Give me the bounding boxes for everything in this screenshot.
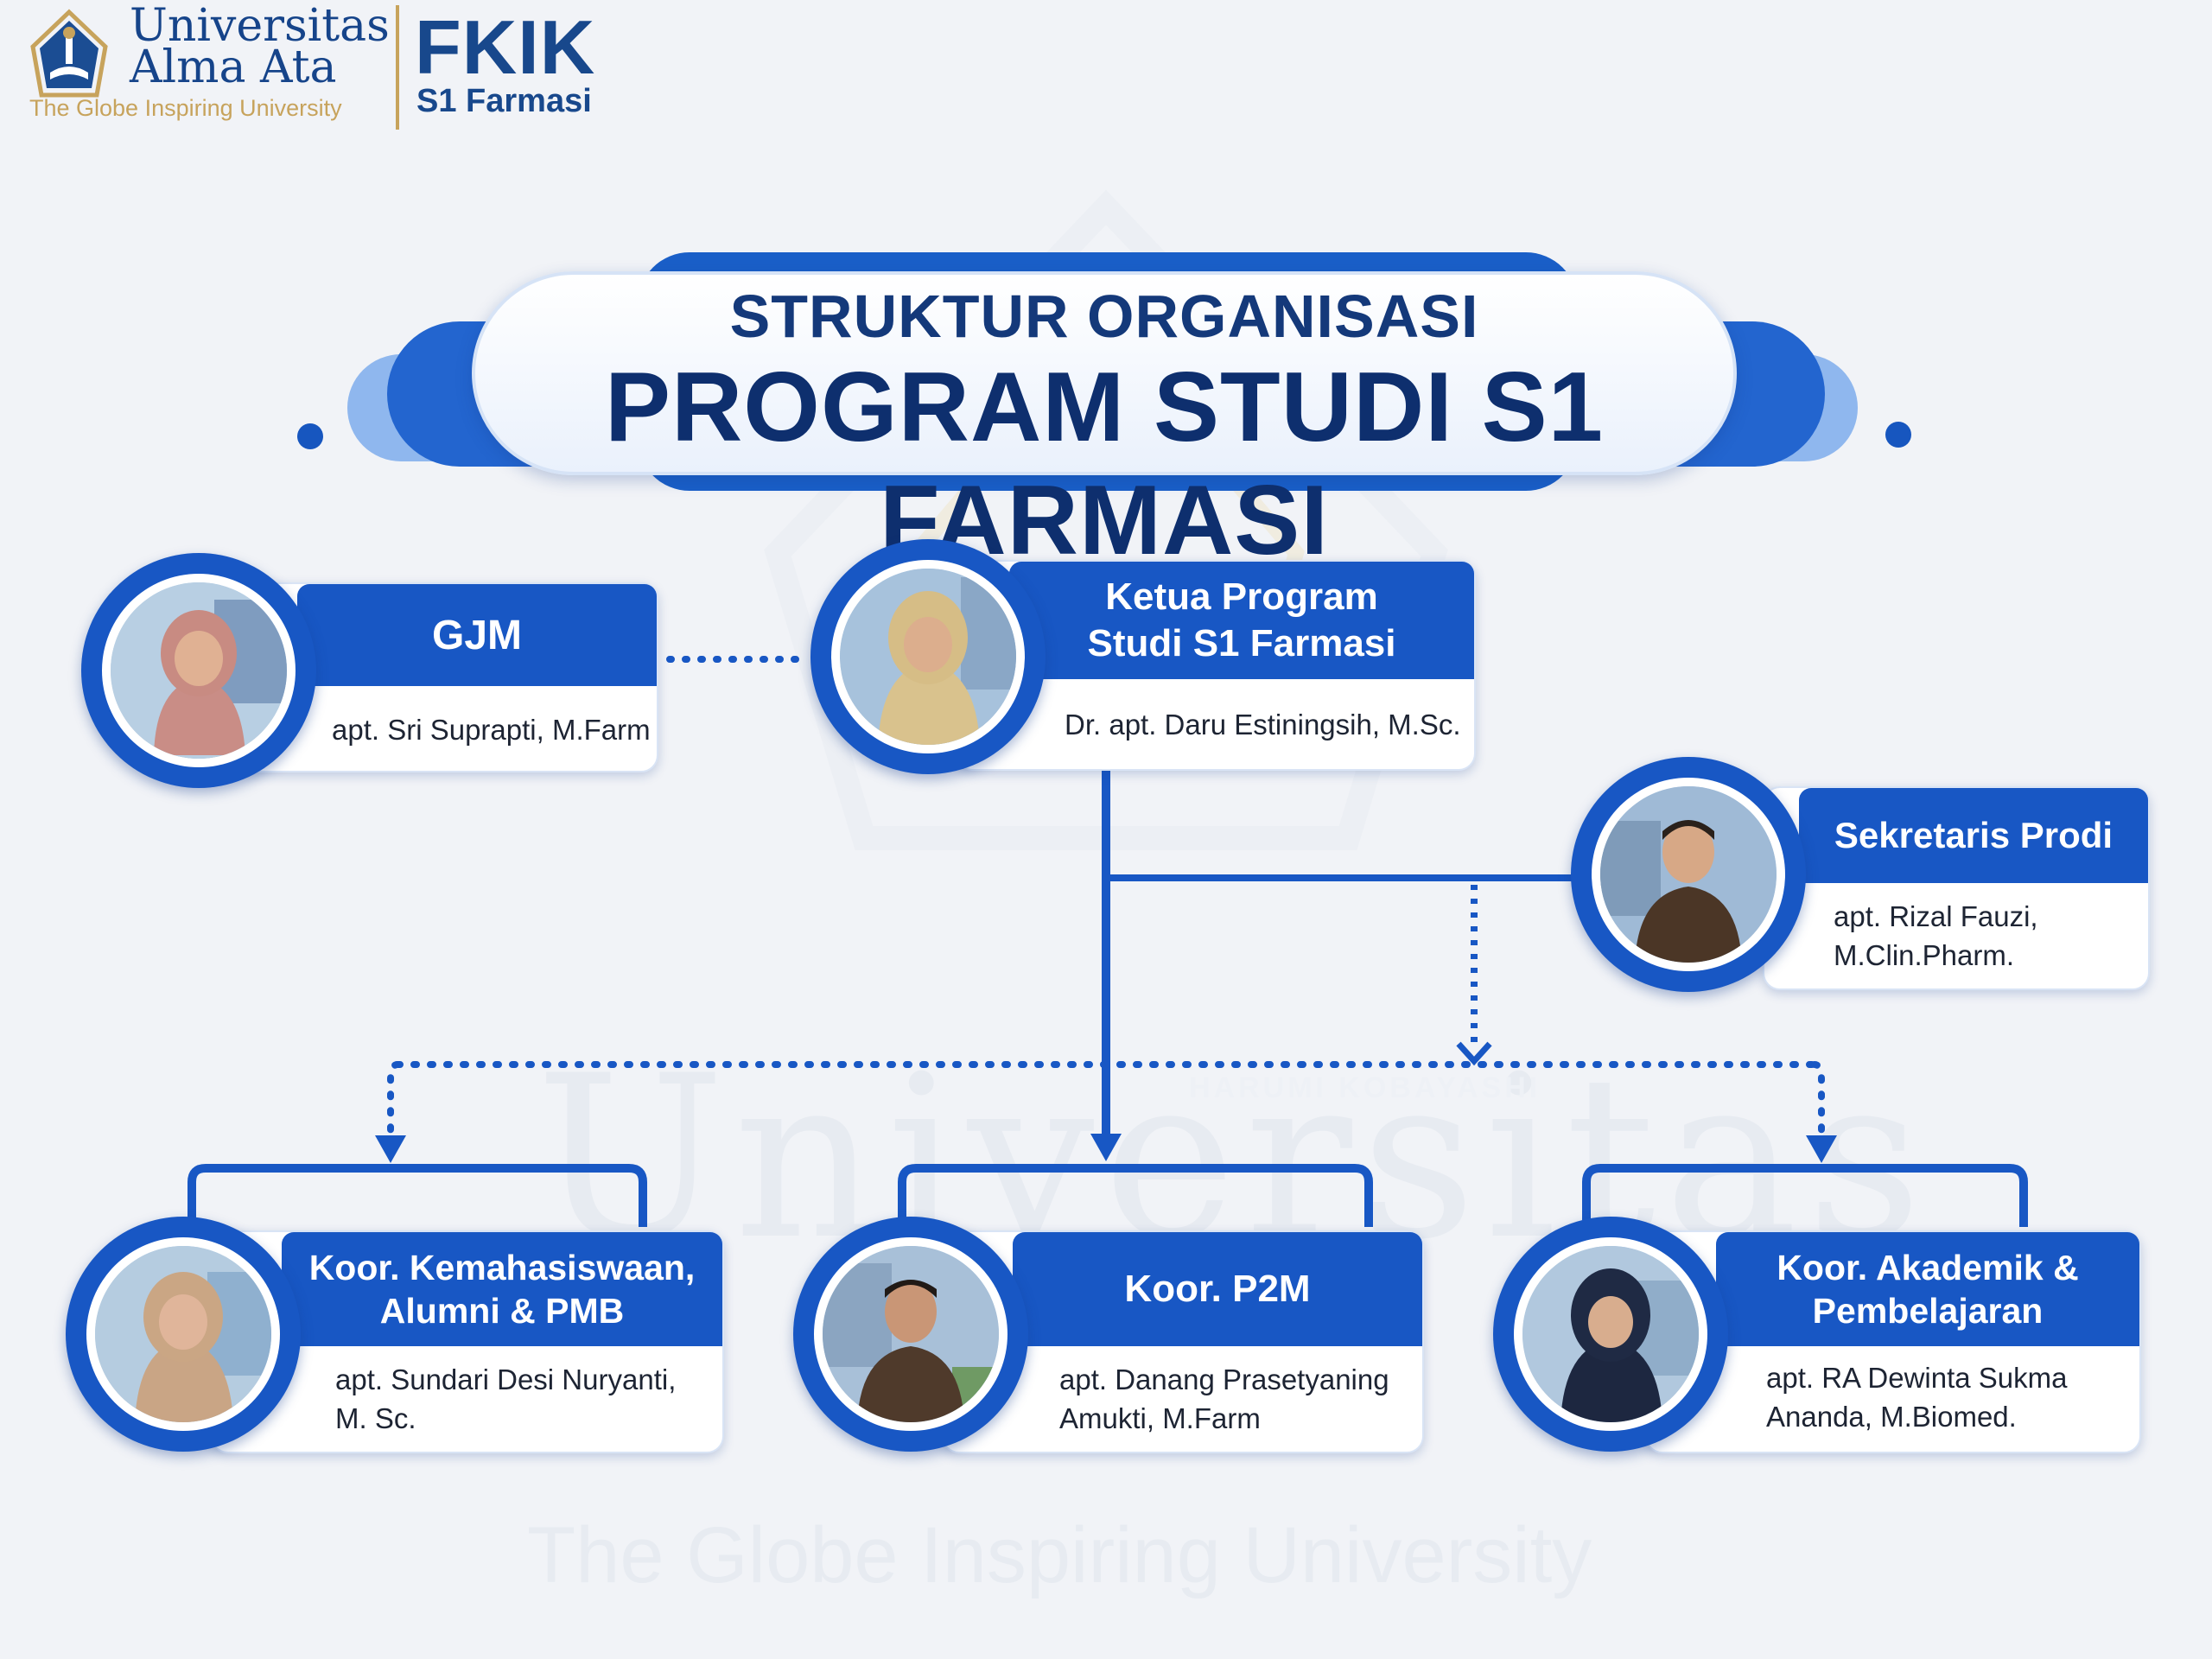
node-sekretaris-photo-frame (1571, 757, 1806, 992)
node-kemahasiswaan-photo (95, 1246, 271, 1422)
node-kemahasiswaan-role-line2: Alumni & PMB (379, 1291, 625, 1331)
node-p2m-name: apt. Danang Prasetyaning Amukti, M.Farm (1059, 1360, 1389, 1438)
node-kemahasiswaan-name: apt. Sundari Desi Nuryanti, M. Sc. (335, 1360, 676, 1438)
node-akademik-photo-frame (1493, 1217, 1728, 1452)
overlay-name: HARUMI KOBAYASHI (1189, 1071, 1541, 1104)
node-akademik-name-line2: Ananda, M.Biomed. (1766, 1401, 2017, 1433)
node-ketua-photo (840, 569, 1016, 745)
person-photo-icon (823, 1246, 999, 1422)
node-ketua-role: Ketua Program Studi S1 Farmasi (1009, 562, 1474, 679)
node-akademik-role-line2: Pembelajaran (1812, 1291, 2044, 1331)
watermark-tagline: The Globe Inspiring University (527, 1511, 1592, 1599)
node-kemahasiswaan-name-line2: M. Sc. (335, 1402, 416, 1434)
node-p2m-name-line1: apt. Danang Prasetyaning (1059, 1363, 1389, 1395)
university-name-line2: Alma Ata (130, 41, 337, 93)
title-banner (472, 271, 1737, 475)
node-gjm-name: apt. Sri Suprapti, M.Farm (332, 714, 651, 746)
logo-divider (396, 5, 399, 130)
node-sekretaris-photo (1600, 786, 1777, 963)
banner-dot-right (1885, 422, 1911, 448)
node-gjm-photo-frame (81, 553, 316, 788)
node-p2m-role: Koor. P2M (1013, 1232, 1422, 1346)
university-emblem-icon (30, 9, 108, 98)
university-tagline: The Globe Inspiring University (29, 95, 342, 121)
node-ketua-role-line1: Ketua Program (1105, 575, 1378, 618)
node-akademik-name-line1: apt. RA Dewinta Sukma (1766, 1362, 2068, 1394)
person-photo-icon (111, 582, 287, 759)
node-p2m-name-line2: Amukti, M.Farm (1059, 1402, 1261, 1434)
node-ketua[interactable]: Ketua Program Studi S1 Farmasi Dr. apt. … (956, 560, 1476, 771)
node-kemahasiswaan-name-line1: apt. Sundari Desi Nuryanti, (335, 1363, 677, 1395)
node-sekretaris-name: apt. Rizal Fauzi, M.Clin.Pharm. (1834, 897, 2038, 975)
node-p2m-photo-frame (793, 1217, 1028, 1452)
node-akademik-role: Koor. Akademik & Pembelajaran (1716, 1232, 2139, 1346)
node-kemahasiswaan-role: Koor. Kemahasiswaan, Alumni & PMB (282, 1232, 722, 1346)
node-gjm[interactable]: GJM apt. Sri Suprapti, M.Farm (226, 582, 658, 772)
node-kemahasiswaan-photo-frame (66, 1217, 301, 1452)
person-photo-icon (840, 569, 1016, 745)
node-ketua-name: Dr. apt. Daru Estiningsih, M.Sc. (1065, 709, 1461, 741)
node-akademik-role-line1: Koor. Akademik & (1777, 1248, 2079, 1287)
node-sekretaris-name-line1: apt. Rizal Fauzi, (1834, 900, 2038, 932)
node-ketua-photo-frame (810, 539, 1046, 774)
person-photo-icon (1522, 1246, 1699, 1422)
person-photo-icon (1600, 786, 1777, 963)
program-name: S1 Farmasi (416, 83, 592, 119)
node-sekretaris-role: Sekretaris Prodi (1799, 788, 2148, 883)
node-akademik-name: apt. RA Dewinta Sukma Ananda, M.Biomed. (1766, 1358, 2068, 1436)
node-gjm-role: GJM (297, 584, 657, 686)
node-kemahasiswaan[interactable]: Koor. Kemahasiswaan, Alumni & PMB apt. S… (211, 1230, 724, 1453)
banner-dot-left (297, 423, 323, 449)
person-photo-icon (95, 1246, 271, 1422)
title-line-1: STRUKTUR ORGANISASI (729, 283, 1479, 350)
node-ketua-role-line2: Studi S1 Farmasi (1087, 622, 1396, 664)
university-name-line1: Universitas (130, 0, 390, 52)
node-kemahasiswaan-role-line1: Koor. Kemahasiswaan, (308, 1248, 696, 1287)
node-p2m-photo (823, 1246, 999, 1422)
node-sekretaris-name-line2: M.Clin.Pharm. (1834, 939, 2015, 971)
node-akademik-photo (1522, 1246, 1699, 1422)
node-p2m[interactable]: Koor. P2M apt. Danang Prasetyaning Amukt… (942, 1230, 1424, 1453)
node-sekretaris[interactable]: Sekretaris Prodi apt. Rizal Fauzi, M.Cli… (1763, 786, 2150, 990)
faculty-name: FKIK (415, 4, 596, 90)
node-gjm-photo (111, 582, 287, 759)
university-name: Universitas Alma Ata (130, 0, 390, 93)
